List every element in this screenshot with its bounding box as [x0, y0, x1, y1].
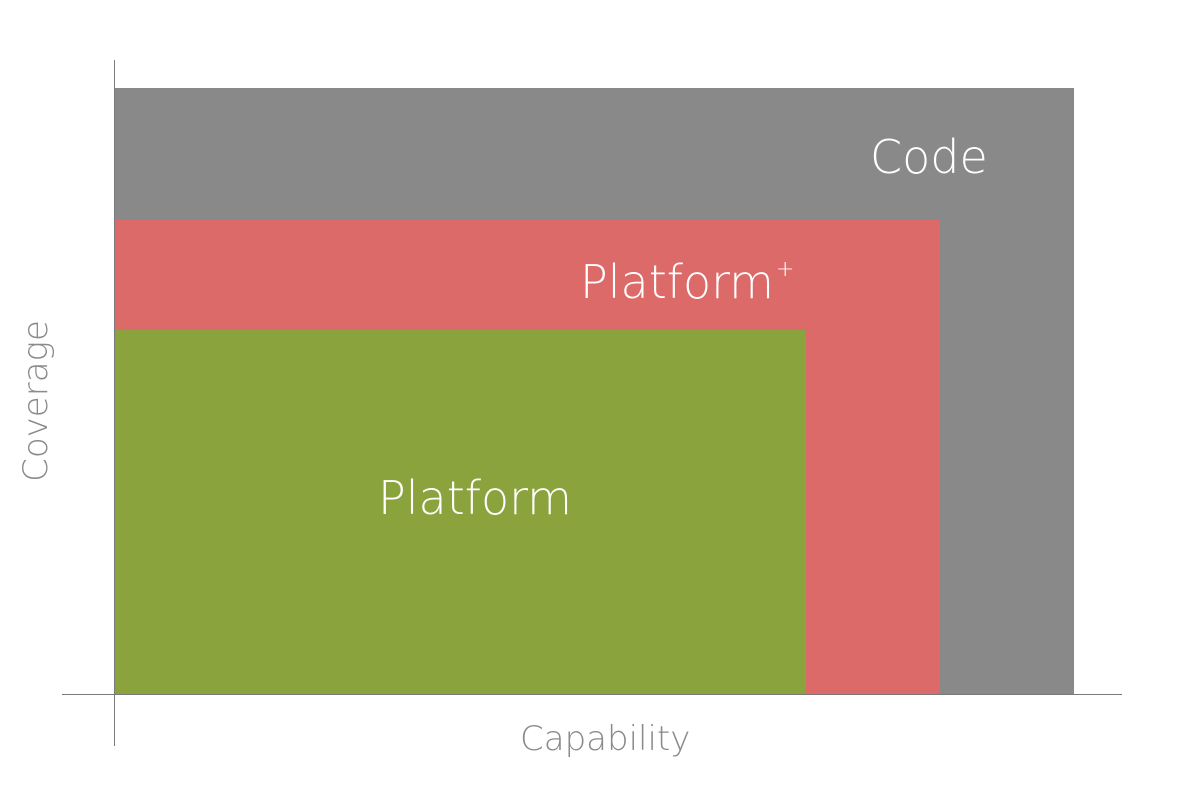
platform-region [114, 330, 806, 694]
y-axis-line [114, 60, 115, 746]
x-axis-label: Capability [520, 719, 691, 759]
code-label: Code [870, 130, 988, 184]
platform-label: Platform [378, 471, 572, 525]
y-axis-label: Coverage [16, 320, 56, 482]
x-axis-line [62, 694, 1122, 695]
platform-plus-label: Platform+ [580, 257, 795, 306]
platform-plus-label-text: Platform [580, 255, 774, 309]
platform-plus-superscript: + [776, 257, 795, 282]
